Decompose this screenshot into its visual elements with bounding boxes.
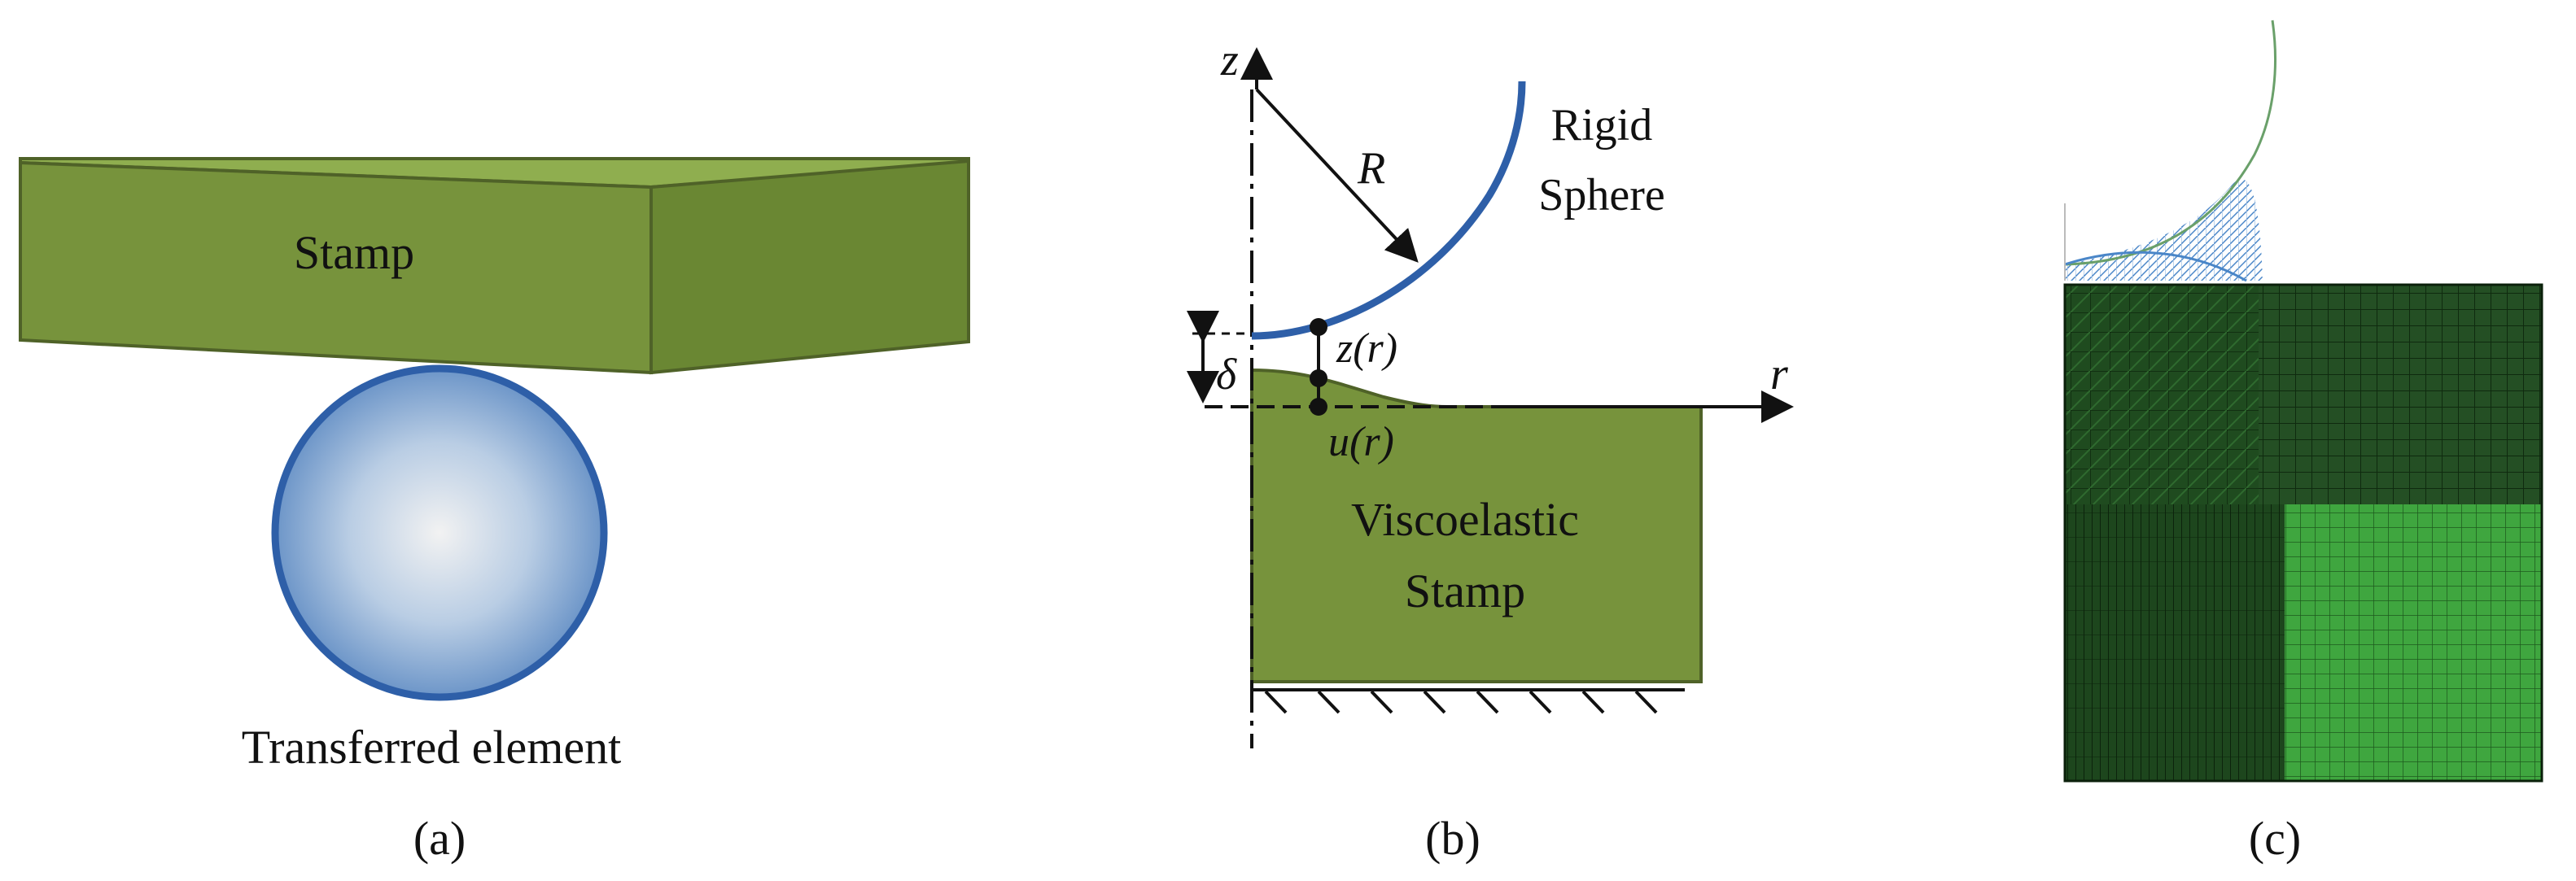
displacement-label: u(r) (1328, 419, 1394, 465)
r-axis-label: r (1770, 349, 1788, 399)
stamp-label-line2: Stamp (1405, 565, 1525, 617)
delta-label: δ (1216, 350, 1237, 399)
z-axis-label: z (1220, 35, 1239, 85)
panel-b: z r δ R Rigid Sphere z(r) u(r) Viscoelas… (1187, 35, 1794, 865)
caption-b: (b) (1425, 812, 1480, 865)
radius-arrow (1255, 88, 1419, 263)
sphere-inner-curve (2064, 251, 2247, 282)
panel-c: (c) (2063, 20, 2543, 865)
caption-a: (a) (413, 812, 466, 865)
gap-label: z(r) (1336, 325, 1397, 372)
substrate-mesh-coarse-top (2259, 285, 2542, 504)
stamp-label-line1: Viscoelastic (1351, 493, 1579, 546)
substrate-mesh-coarse (2285, 504, 2542, 781)
transferred-element-label: Transferred element (242, 721, 622, 774)
rigid-sphere-arc (1251, 81, 1526, 340)
sphere-outline (2064, 20, 2277, 266)
sphere-point-marker (1310, 318, 1327, 336)
substrate-mesh-vertical (2065, 504, 2285, 781)
caption-c: (c) (2249, 812, 2301, 865)
stamp-block (19, 157, 970, 375)
sphere-mesh (2065, 179, 2263, 281)
transferred-sphere (271, 364, 608, 701)
panel-a: Stamp Transferred element (a) (19, 157, 970, 865)
axis-point-marker (1310, 398, 1327, 416)
stamp-label: Stamp (294, 226, 414, 279)
substrate-mesh-border (2063, 283, 2543, 783)
radius-label: R (1357, 143, 1385, 194)
sphere-label-line1: Rigid (1551, 100, 1652, 150)
sphere-label-line2: Sphere (1538, 170, 1665, 220)
ground-hatching (1252, 688, 1685, 714)
surface-point-marker (1310, 369, 1327, 387)
